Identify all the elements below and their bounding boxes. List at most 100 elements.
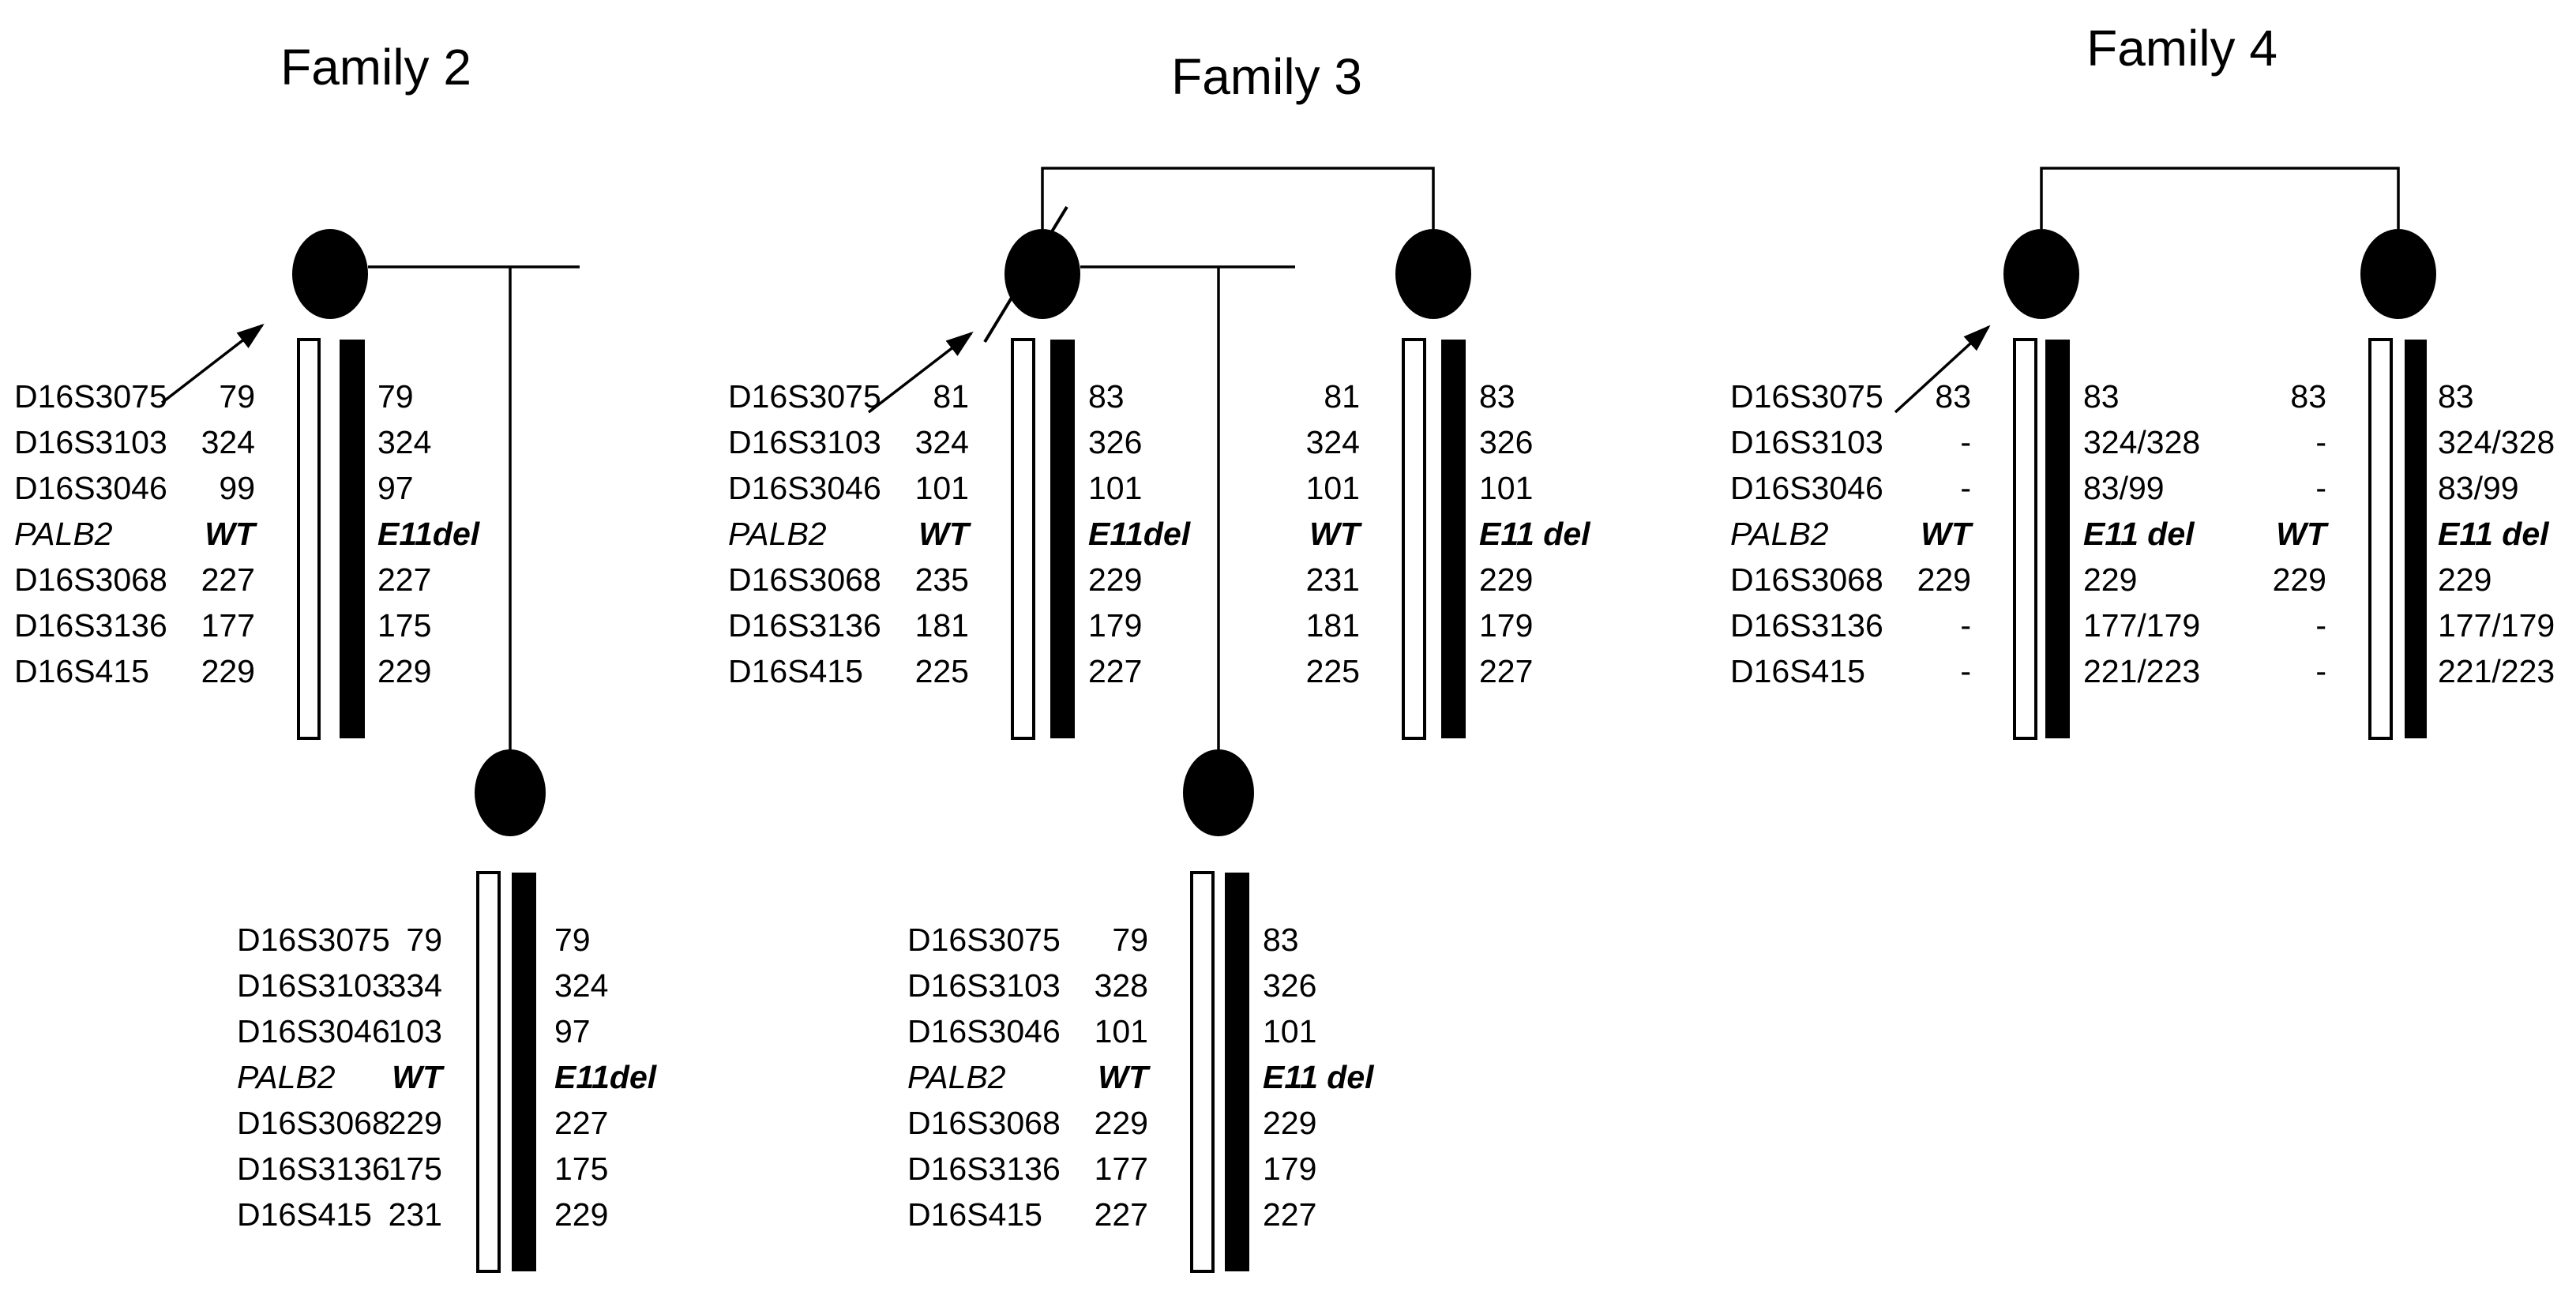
allele-value: 229: [1263, 1105, 1317, 1141]
gene-status-value: WT: [1309, 516, 1360, 552]
marker-label: D16S3136: [1730, 607, 1883, 644]
allele-value: 101: [1088, 470, 1143, 506]
allele-value: 101: [914, 470, 969, 506]
gene-status-value: WT: [205, 516, 255, 552]
allele-value: 324: [914, 424, 969, 460]
haplotype-bar-mutant-family2-proband: [340, 340, 365, 738]
haplotype-bar-mutant-family3-sister: [1441, 340, 1466, 738]
gene-status-value: E11 del: [1263, 1059, 1374, 1095]
allele-value: 227: [1088, 653, 1143, 689]
allele-value: 326: [1263, 967, 1317, 1004]
haplotype-bar-mutant-family2-daughter: [512, 873, 536, 1271]
allele-value: 83: [2290, 378, 2326, 415]
allele-value: 83: [1088, 378, 1125, 415]
allele-value: 79: [554, 922, 591, 958]
allele-value: 229: [2438, 561, 2492, 598]
allele-value: 229: [2083, 561, 2138, 598]
haplotype-bar-wt-family4-sister: [2368, 338, 2393, 740]
allele-value: 101: [1094, 1013, 1148, 1049]
allele-value: 324: [1305, 424, 1360, 460]
haplotype-bar-wt-family2-proband: [297, 338, 321, 740]
family2-title: Family 2: [280, 39, 471, 96]
proband-arrow-icon-family4: [1894, 325, 1991, 414]
allele-value: 101: [1479, 470, 1534, 506]
haplotype-bar-mutant-family4-proband: [2045, 340, 2070, 738]
deceased-slash-family3-proband: [983, 205, 1068, 344]
allele-value: 229: [388, 1105, 442, 1141]
mutant-allele-column-family3-proband: 83 326 101 E11del 229 179 227: [1088, 374, 1190, 694]
allele-value: 221/223: [2083, 653, 2201, 689]
allele-value: 103: [388, 1013, 442, 1049]
allele-value: 181: [914, 607, 969, 644]
haplotype-bar-wt-family3-proband: [1011, 338, 1035, 740]
marker-label: D16S3046: [1730, 470, 1883, 506]
allele-value: 175: [388, 1151, 442, 1187]
allele-value: 83: [1479, 378, 1515, 415]
haplotype-bar-wt-family3-daughter: [1190, 871, 1215, 1273]
allele-value: -: [1960, 607, 1971, 644]
gene-label: PALB2: [1730, 516, 1829, 552]
allele-value: 229: [377, 653, 432, 689]
allele-value: 79: [219, 378, 255, 415]
mutant-allele-column-family2-daughter: 79 324 97 E11del 227 175 229: [554, 917, 656, 1237]
marker-name-column-family2-proband: D16S3075 D16S3103 D16S3046 PALB2 D16S306…: [14, 374, 243, 694]
allele-value: 97: [377, 470, 414, 506]
marker-label: D16S415: [14, 653, 149, 689]
allele-value: 324: [554, 967, 609, 1004]
allele-value: 83/99: [2083, 470, 2165, 506]
allele-value: -: [1960, 653, 1971, 689]
wt-allele-column-family3-daughter: 79 328 101 WT 229 177 227: [1022, 917, 1148, 1237]
affected-female-symbol-family3-proband: [1004, 229, 1080, 319]
allele-value: 324/328: [2438, 424, 2555, 460]
marker-label: D16S3068: [237, 1105, 390, 1141]
allele-value: 227: [1263, 1196, 1317, 1233]
allele-value: 79: [377, 378, 414, 415]
wt-allele-column-family3-proband: 81 324 101 WT 235 181 225: [843, 374, 969, 694]
marker-label: D16S3046: [14, 470, 167, 506]
gene-status-value: E11 del: [2083, 516, 2195, 552]
gene-label: PALB2: [14, 516, 113, 552]
marker-label: D16S415: [237, 1196, 372, 1233]
marker-name-column-family3-daughter: D16S3075 D16S3103 D16S3046 PALB2 D16S306…: [907, 917, 1136, 1237]
gene-label: PALB2: [728, 516, 827, 552]
gene-status-value: WT: [1921, 516, 1971, 552]
marker-label: D16S415: [1730, 653, 1865, 689]
gene-status-value: E11del: [1088, 516, 1191, 552]
allele-value: 229: [201, 653, 255, 689]
mutant-allele-column-family4-proband: 83 324/328 83/99 E11 del 229 177/179 221…: [2083, 374, 2200, 694]
marker-name-column-family4-proband: D16S3075 D16S3103 D16S3046 PALB2 D16S306…: [1730, 374, 1959, 694]
allele-value: 227: [377, 561, 432, 598]
marker-label: D16S415: [907, 1196, 1042, 1233]
allele-value: 235: [914, 561, 969, 598]
marker-label: D16S3068: [14, 561, 167, 598]
proband-arrow-icon-family2: [160, 323, 265, 404]
gene-status-value: E11 del: [2438, 516, 2549, 552]
sibship-line-family4: [2040, 167, 2400, 229]
allele-value: -: [1960, 470, 1971, 506]
allele-value: 177: [1094, 1151, 1148, 1187]
marker-label: D16S3075: [237, 922, 390, 958]
allele-value: -: [2315, 424, 2326, 460]
haplotype-bar-mutant-family3-daughter: [1225, 873, 1249, 1271]
marker-label: D16S3075: [14, 378, 167, 415]
marker-label: D16S3103: [728, 424, 881, 460]
haplotype-bar-mutant-family3-proband: [1050, 340, 1075, 738]
allele-value: 328: [1094, 967, 1148, 1004]
allele-value: 101: [1305, 470, 1360, 506]
gene-status-value: E11del: [554, 1059, 657, 1095]
affected-female-symbol-family4-proband: [2003, 229, 2079, 319]
marker-name-column-family2-daughter: D16S3075 D16S3103 D16S3046 PALB2 D16S306…: [237, 917, 466, 1237]
allele-value: 81: [1324, 378, 1360, 415]
marker-label: D16S3103: [237, 967, 390, 1004]
allele-value: 231: [1305, 561, 1360, 598]
marker-label: D16S3068: [728, 561, 881, 598]
allele-value: 83: [2438, 378, 2474, 415]
marker-label: D16S3075: [728, 378, 881, 415]
allele-value: 83: [2083, 378, 2120, 415]
marker-label: D16S3075: [1730, 378, 1883, 415]
gene-status-value: WT: [2276, 516, 2326, 552]
allele-value: 177: [201, 607, 255, 644]
allele-value: -: [2315, 607, 2326, 644]
allele-value: 179: [1263, 1151, 1317, 1187]
